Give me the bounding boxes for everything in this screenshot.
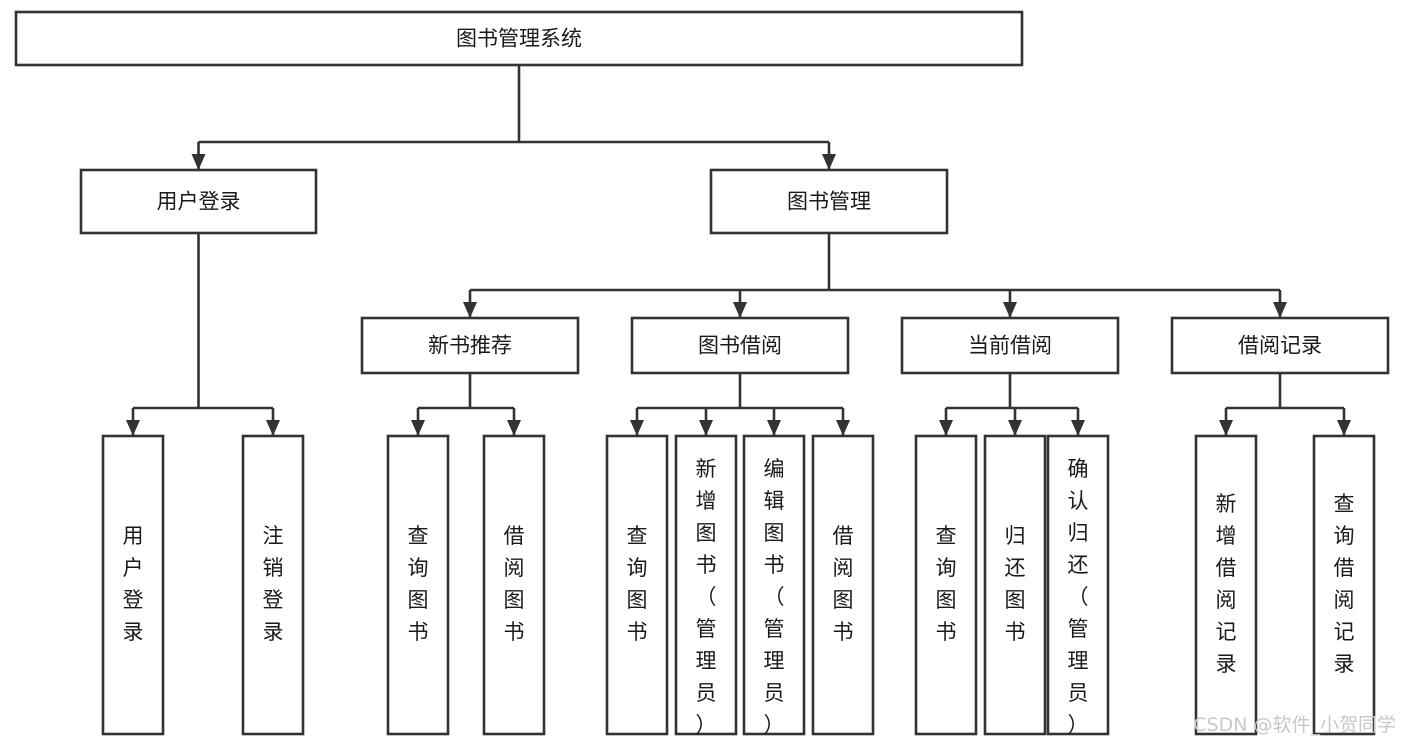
- csdn-watermark: CSDN @软件_小贺同学: [1193, 714, 1396, 736]
- node-layer: 图书管理系统用户登录图书管理新书推荐图书借阅当前借阅借阅记录用户登录注销登录查询…: [14, 10, 1390, 737]
- node-label: 归还图书: [1005, 524, 1026, 644]
- node-leaf-query-book-1[interactable]: 查询图书: [386, 434, 450, 736]
- node-leaf-query-book-2[interactable]: 查询图书: [605, 434, 669, 736]
- arrow-head-icon: [266, 420, 280, 436]
- edge-group-borrow-record: [1219, 373, 1351, 436]
- node-leaf-logout[interactable]: 注销登录: [241, 434, 305, 736]
- node-label: 图书管理: [787, 190, 871, 214]
- arrow-head-icon: [411, 420, 425, 436]
- node-current-borrow[interactable]: 当前借阅: [900, 316, 1120, 375]
- node-label: 查询图书: [936, 524, 957, 644]
- node-label: 新书推荐: [428, 334, 512, 358]
- edge-group-root: [191, 65, 836, 170]
- node-label: 新增借阅记录: [1216, 492, 1237, 676]
- arrow-head-icon: [939, 420, 953, 436]
- arrow-head-icon: [822, 154, 836, 170]
- node-leaf-borrow-book-2[interactable]: 借阅图书: [811, 434, 875, 736]
- arrow-head-icon: [767, 420, 781, 436]
- node-label: 查询图书: [408, 524, 429, 644]
- arrow-head-icon: [1008, 420, 1022, 436]
- arrow-head-icon: [630, 420, 644, 436]
- node-book-manage[interactable]: 图书管理: [709, 168, 949, 235]
- node-leaf-edit-book[interactable]: 编辑图书（管理员）: [742, 434, 806, 737]
- node-leaf-borrow-book-1[interactable]: 借阅图书: [482, 434, 546, 736]
- arrow-head-icon: [1219, 420, 1233, 436]
- arrow-head-icon: [507, 420, 521, 436]
- arrow-head-icon: [1337, 420, 1351, 436]
- node-root[interactable]: 图书管理系统: [14, 10, 1024, 67]
- node-label: 新增图书（管理员）: [696, 457, 717, 737]
- node-book-borrow[interactable]: 图书借阅: [630, 316, 850, 375]
- node-label: 借阅记录: [1238, 334, 1322, 358]
- arrow-head-icon: [1071, 420, 1085, 436]
- node-new-book-rec[interactable]: 新书推荐: [360, 316, 580, 375]
- node-label: 查询借阅记录: [1334, 492, 1355, 676]
- node-borrow-record[interactable]: 借阅记录: [1170, 316, 1390, 375]
- node-label: 借阅图书: [504, 524, 525, 644]
- node-leaf-confirm-return[interactable]: 确认归还（管理员）: [1046, 434, 1110, 737]
- arrow-head-icon: [126, 420, 140, 436]
- node-leaf-return-book[interactable]: 归还图书: [983, 434, 1047, 736]
- arrow-head-icon: [1273, 302, 1287, 318]
- arrow-head-icon: [733, 302, 747, 318]
- node-label: 图书管理系统: [456, 27, 582, 51]
- edge-group-book-borrow: [630, 373, 850, 436]
- edge-group-book-manage: [463, 233, 1287, 318]
- node-leaf-user-login[interactable]: 用户登录: [101, 434, 165, 736]
- node-leaf-query-record[interactable]: 查询借阅记录: [1312, 434, 1376, 736]
- node-label: 注销登录: [263, 524, 284, 644]
- edge-layer: [126, 65, 1351, 436]
- edge-group-user-login: [126, 233, 280, 436]
- node-label: 用户登录: [123, 524, 144, 644]
- node-label: 当前借阅: [968, 334, 1052, 358]
- arrow-head-icon: [463, 302, 477, 318]
- node-leaf-add-book[interactable]: 新增图书（管理员）: [674, 434, 738, 737]
- node-user-login[interactable]: 用户登录: [79, 168, 318, 235]
- node-leaf-query-book-3[interactable]: 查询图书: [914, 434, 978, 736]
- arrow-head-icon: [1003, 302, 1017, 318]
- node-label: 查询图书: [627, 524, 648, 644]
- node-label: 编辑图书（管理员）: [764, 457, 785, 737]
- node-label: 借阅图书: [833, 524, 854, 644]
- arrow-head-icon: [191, 154, 206, 170]
- node-leaf-add-record[interactable]: 新增借阅记录: [1194, 434, 1258, 736]
- node-label: 确认归还（管理员）: [1068, 457, 1089, 737]
- arrow-head-icon: [699, 420, 713, 436]
- edge-group-current-borrow: [939, 373, 1085, 436]
- arrow-head-icon: [836, 420, 850, 436]
- node-label: 图书借阅: [698, 334, 782, 358]
- edge-group-new-book-rec: [411, 373, 521, 436]
- node-label: 用户登录: [157, 190, 241, 214]
